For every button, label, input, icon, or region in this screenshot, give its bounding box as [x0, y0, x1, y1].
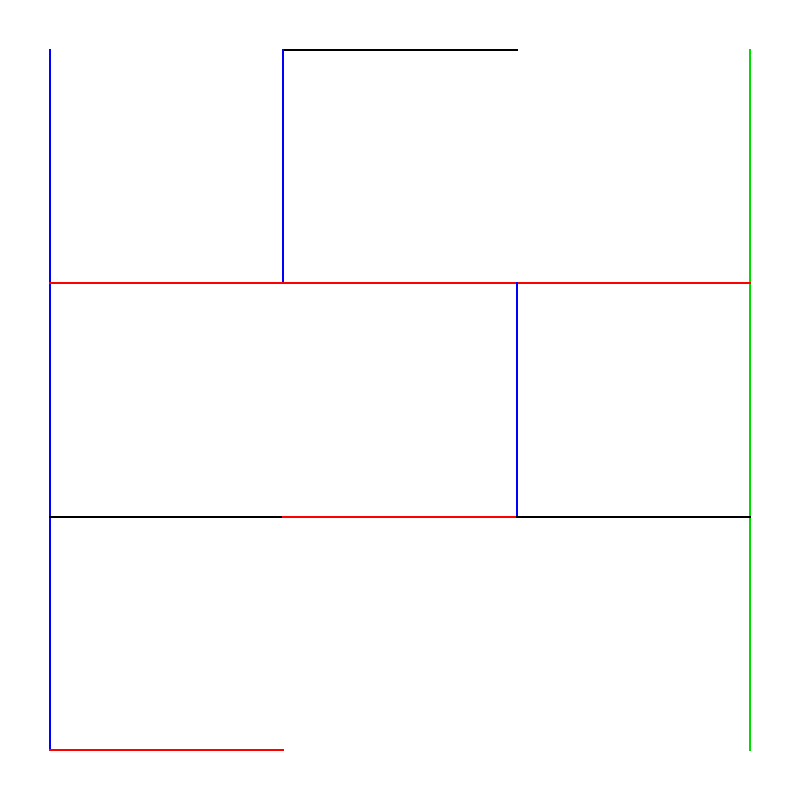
segment-group	[49, 49, 751, 751]
